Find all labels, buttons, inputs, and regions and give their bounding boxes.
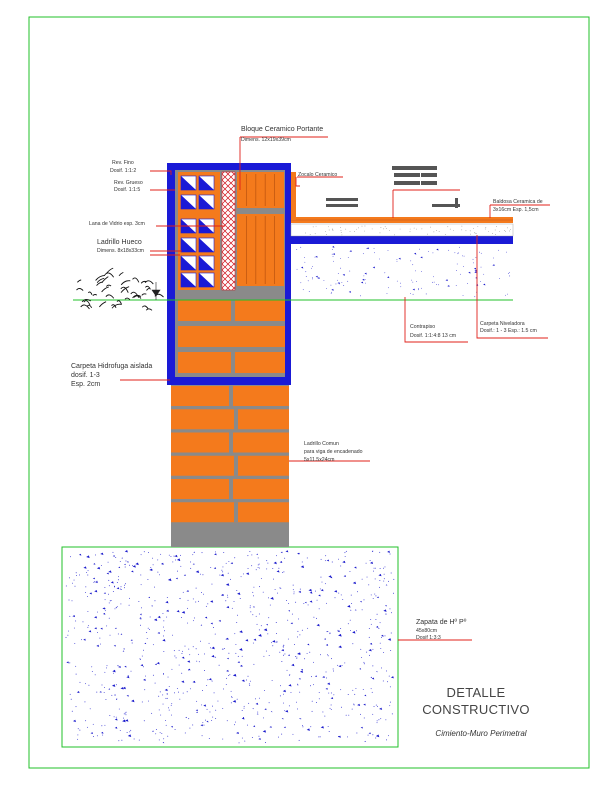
label-bloque-ceramico-dim: Dimens. 12x19x39cm (241, 137, 291, 143)
zocalo-ceramico (291, 172, 296, 220)
brick (233, 432, 289, 453)
ladrillo-comun-courses (171, 386, 289, 523)
label-baldosa: Baldosa Ceramica de (493, 199, 543, 205)
brick (171, 386, 229, 406)
label-zapata: Zapata de Hº Pº (416, 619, 467, 626)
contrapiso-texture (296, 246, 511, 298)
brick (178, 352, 231, 373)
brick (171, 502, 289, 523)
floor-system (290, 172, 514, 300)
level-marker (151, 282, 161, 300)
bloque-ceramico-portante (236, 170, 285, 290)
reference-marks (326, 166, 460, 208)
label-zapata-dosif: Dosif 1:3:3 (416, 635, 441, 641)
label-lana-vidrio: Lana de Vidrio esp. 3cm (89, 221, 145, 227)
brick (178, 326, 285, 347)
box-brick-courses (178, 300, 285, 373)
label-ladrillo-comun-uso: para viga de encadenado (304, 449, 363, 455)
label-bloque-ceramico: Bloque Ceramico Portante (241, 126, 323, 133)
floor-membrane (291, 236, 513, 244)
label-ladrillo-hueco: Ladrillo Hueco (97, 239, 142, 246)
cell-shade (199, 176, 214, 190)
label-ladrillo-comun: Ladrillo Comun (304, 441, 339, 447)
label-ladrillo-comun-dim: 5x11.5x24cm (304, 457, 334, 463)
label-rev-grueso-dosif: Dosif. 1:1:5 (114, 187, 140, 193)
brick (171, 432, 229, 453)
label-contrapiso: Contrapiso (410, 324, 435, 330)
brick (178, 300, 231, 321)
mortar-joint (234, 455, 238, 476)
brick (235, 352, 285, 373)
brick (171, 409, 289, 430)
brick (171, 455, 289, 476)
sheet-frame (28, 16, 590, 769)
label-ladrillo-hueco-dim: Dimens. 8x18x33cm (97, 248, 144, 254)
label-carpeta-hidrofuga-esp: Esp. 2cm (71, 381, 100, 388)
label-carpeta-niveladora-dosif: Dosif.: 1 - 3 Esp.: 1.5 cm (480, 328, 537, 334)
drawing-title-line-2: CONSTRUCTIVO (422, 702, 530, 717)
cell-shade (199, 273, 214, 287)
cell-shade (181, 256, 196, 270)
lower-brick-wall (171, 384, 289, 547)
cell-shade (181, 176, 196, 190)
label-carpeta-hidrofuga: Carpeta Hidrofuga aislada (71, 363, 152, 370)
label-contrapiso-dosif: Dosif. 1:1:4:8 13 cm (410, 333, 456, 339)
ladrillo-hueco (178, 172, 220, 290)
label-rev-grueso: Rev. Grueso (114, 180, 143, 186)
label-zapata-dim: 45x80cm (416, 628, 437, 634)
ladrillo-hueco-cells (180, 175, 215, 288)
brick (171, 479, 229, 499)
cell-shade (181, 238, 196, 252)
mortar-joint (234, 502, 238, 523)
carpeta-niveladora-layer (290, 223, 514, 237)
brick (233, 479, 289, 499)
zapata-concrete-texture (65, 550, 395, 744)
zapata-footing (61, 546, 399, 748)
label-baldosa-dim: 3x16cm Esp. 1,5cm (493, 207, 539, 213)
terrain-vegetation-symbol (76, 267, 164, 311)
drawing-subtitle: Cimiento-Muro Perimetral (435, 729, 526, 738)
cell-shade (199, 238, 214, 252)
carpeta-texture (305, 225, 511, 236)
brick (233, 386, 289, 406)
cell-shade (199, 195, 214, 209)
label-rev-fino: Rev. Fino (112, 160, 134, 166)
cell-shade (181, 273, 196, 287)
label-zocalo: Zocalo Ceramico (298, 172, 337, 178)
mortar-joint (234, 409, 238, 430)
cell-shade (199, 256, 214, 270)
label-carpeta-niveladora: Carpeta Niveladora (480, 321, 525, 327)
bloque-ceramico-cells (237, 172, 284, 286)
label-rev-fino-dosif: Dosif. 1:1:2 (110, 168, 136, 174)
drawing-title-line-1: DETALLE (447, 685, 506, 700)
label-carpeta-hidrofuga-dosif: dosif. 1-3 (71, 372, 100, 379)
block-face (237, 214, 284, 286)
block-face (237, 172, 284, 208)
brick (235, 300, 285, 321)
lana-de-vidrio-layer (221, 171, 236, 291)
leader-lines (120, 136, 550, 641)
cell-shade (181, 195, 196, 209)
